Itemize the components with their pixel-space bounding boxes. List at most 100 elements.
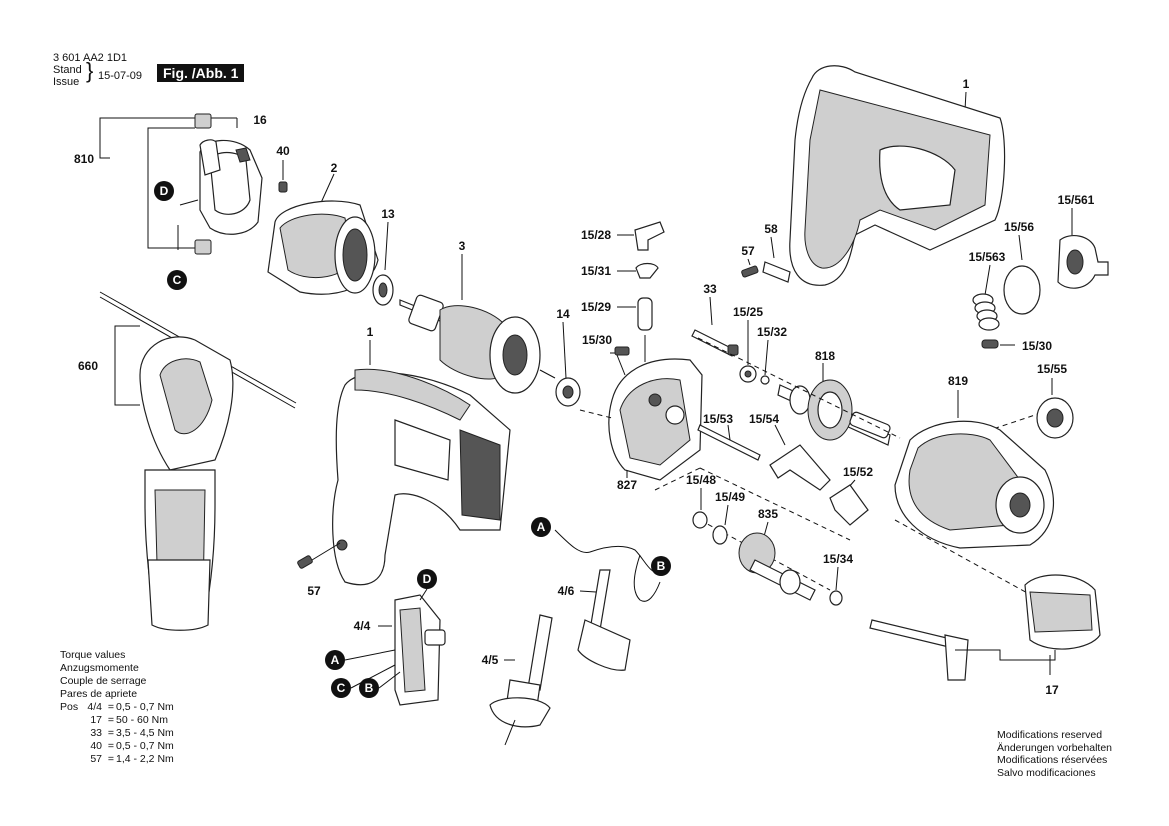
cable-4-6 bbox=[579, 590, 597, 593]
screw-57-bottom bbox=[297, 542, 341, 569]
label-15-28: 15/28 bbox=[581, 228, 611, 242]
cable-4-5 bbox=[489, 614, 553, 746]
bearing-14 bbox=[555, 321, 581, 407]
plate-15-52 bbox=[829, 479, 869, 526]
torque-pos: 40 bbox=[90, 740, 102, 752]
connector-c-top: C bbox=[167, 270, 187, 290]
field-stator-2 bbox=[267, 173, 379, 295]
connector-a-wire: A bbox=[531, 517, 551, 537]
torque-value: 3,5 - 4,5 Nm bbox=[116, 727, 174, 739]
brush-holder-group bbox=[99, 113, 263, 255]
torque-equals: = bbox=[107, 701, 115, 713]
bearing-13 bbox=[372, 221, 394, 306]
torque-values-block: Torque values Anzugsmomente Couple de se… bbox=[60, 649, 174, 766]
label-16: 16 bbox=[253, 113, 267, 127]
torque-pos: 57 bbox=[90, 753, 102, 765]
label-15-53: 15/53 bbox=[703, 412, 733, 426]
cap-15-561 bbox=[1057, 208, 1109, 289]
torque-value: 1,4 - 2,2 Nm bbox=[116, 753, 174, 765]
label-4-4: 4/4 bbox=[354, 619, 371, 633]
armature-3 bbox=[399, 254, 556, 394]
torque-title-en: Torque values bbox=[60, 649, 126, 661]
label-1-middle: 1 bbox=[367, 325, 374, 339]
label-2: 2 bbox=[331, 161, 338, 175]
torque-row: Pos 4/4 = 0,5 - 0,7 Nm bbox=[60, 701, 174, 714]
label-13: 13 bbox=[381, 207, 395, 221]
torque-equals: = bbox=[107, 714, 115, 726]
torque-pos: 17 bbox=[90, 714, 102, 726]
gear-housing-819 bbox=[894, 390, 1054, 549]
o-ring-15-56 bbox=[1003, 234, 1041, 315]
connector-b-switch: B bbox=[359, 678, 379, 698]
pin-15-30-right bbox=[981, 339, 1015, 349]
wire-harness bbox=[554, 529, 661, 671]
modifications-notice: Modifications reserved Änderungen vorbeh… bbox=[997, 729, 1112, 779]
small-bearing-15-25 bbox=[739, 320, 770, 385]
svg-text:B: B bbox=[657, 559, 666, 573]
svg-text:A: A bbox=[331, 653, 340, 667]
connector-d-top: D bbox=[154, 181, 174, 201]
label-827: 827 bbox=[617, 478, 637, 492]
connector-d-switch: D bbox=[417, 569, 437, 589]
label-17: 17 bbox=[1045, 683, 1059, 697]
svg-text:C: C bbox=[337, 681, 346, 695]
torque-equals: = bbox=[107, 740, 115, 752]
torque-title-de: Anzugsmomente bbox=[60, 662, 139, 674]
svg-text:D: D bbox=[423, 572, 432, 586]
torque-pos: 33 bbox=[90, 727, 102, 739]
screw-33 bbox=[691, 296, 739, 357]
connector-b-wire: B bbox=[651, 556, 671, 576]
modifications-es: Salvo modificaciones bbox=[997, 766, 1096, 779]
switch-4-4 bbox=[378, 594, 446, 706]
document-number: 3 601 AA2 1D1 bbox=[53, 52, 128, 64]
modifications-en: Modifications reserved bbox=[997, 729, 1103, 741]
brace-glyph: } bbox=[86, 58, 94, 83]
label-660: 660 bbox=[78, 359, 98, 373]
housing-half-1-middle bbox=[332, 340, 511, 586]
label-15-561: 15/561 bbox=[1058, 193, 1095, 207]
label-819: 819 bbox=[948, 374, 968, 388]
gear-835 bbox=[738, 521, 816, 601]
label-4-5: 4/5 bbox=[482, 653, 499, 667]
label-15-34: 15/34 bbox=[823, 552, 853, 566]
lever-15-54 bbox=[769, 424, 831, 491]
label-15-563: 15/563 bbox=[969, 250, 1006, 264]
label-33: 33 bbox=[703, 282, 717, 296]
label-15-29: 15/29 bbox=[581, 300, 611, 314]
label-810: 810 bbox=[74, 152, 94, 166]
label-15-52: 15/52 bbox=[843, 465, 873, 479]
selector-parts bbox=[610, 221, 665, 362]
label-58: 58 bbox=[764, 222, 778, 236]
svg-text:D: D bbox=[160, 184, 169, 198]
torque-row: 57 = 1,4 - 2,2 Nm bbox=[60, 753, 174, 766]
torque-pos-label: Pos bbox=[60, 701, 79, 713]
ring-15-55 bbox=[1036, 378, 1074, 439]
connector-a-switch: A bbox=[325, 650, 345, 670]
screw-40 bbox=[278, 160, 288, 193]
issue-date: 15-07-09 bbox=[98, 70, 143, 82]
label-15-48: 15/48 bbox=[686, 473, 716, 487]
label-1-top: 1 bbox=[963, 77, 970, 91]
label-40: 40 bbox=[276, 144, 290, 158]
housing-half-1-top bbox=[789, 65, 1006, 286]
label-15-25: 15/25 bbox=[733, 305, 763, 319]
switch-slide-58 bbox=[762, 236, 791, 283]
label-57-bottom: 57 bbox=[307, 584, 321, 598]
label-14: 14 bbox=[556, 307, 570, 321]
connector-c-switch: C bbox=[331, 678, 351, 698]
label-15-56: 15/56 bbox=[1004, 220, 1034, 234]
torque-title-es: Pares de apriete bbox=[60, 688, 138, 700]
label-15-49: 15/49 bbox=[715, 490, 745, 504]
modifications-fr: Modifications réservées bbox=[997, 754, 1108, 766]
label-835: 835 bbox=[758, 507, 778, 521]
torque-value: 0,5 - 0,7 Nm bbox=[116, 740, 174, 752]
shaft-15-53 bbox=[697, 424, 761, 461]
label-15-30-right: 15/30 bbox=[1022, 339, 1052, 353]
modifications-de: Änderungen vorbehalten bbox=[997, 741, 1113, 754]
screw-57-top bbox=[741, 258, 759, 278]
torque-row: 40 = 0,5 - 0,7 Nm bbox=[60, 740, 174, 753]
label-15-32: 15/32 bbox=[757, 325, 787, 339]
label-15-54: 15/54 bbox=[749, 412, 779, 426]
svg-text:C: C bbox=[173, 273, 182, 287]
